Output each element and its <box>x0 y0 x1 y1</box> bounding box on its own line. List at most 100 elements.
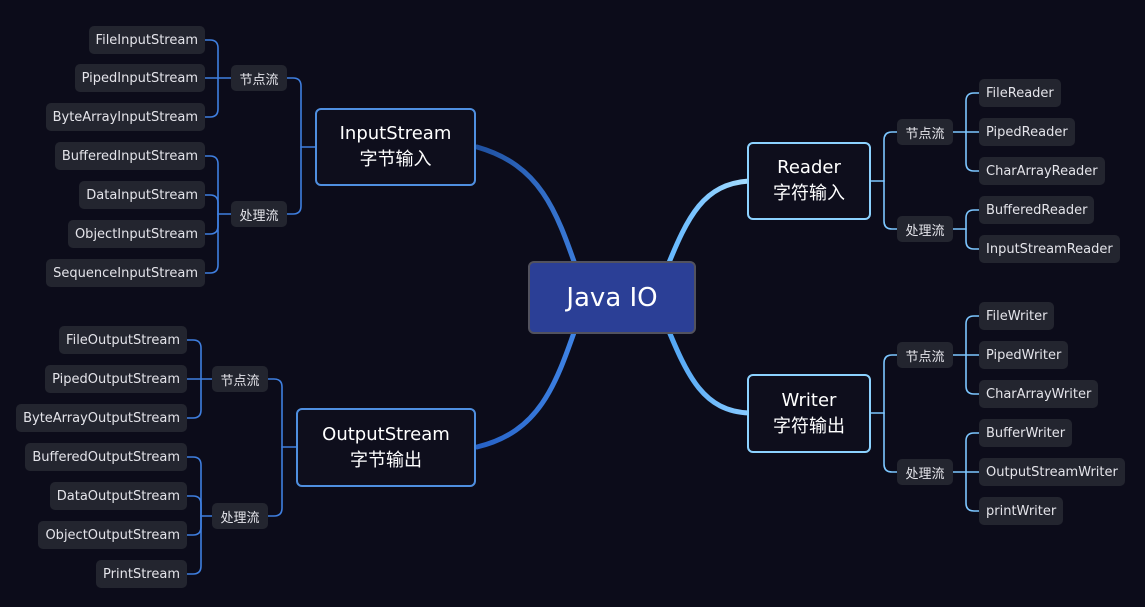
group-reader-1-label: 处理流 <box>905 223 945 239</box>
leaf-input-stream-0-0[interactable]: FileInputStream <box>88 26 205 54</box>
bracket-arm-writer-0 <box>883 354 898 414</box>
leaf-output-stream-0-0[interactable]: FileOutputStream <box>59 326 187 354</box>
root-node[interactable]: Java IO <box>528 261 696 334</box>
leaf-connector-output-stream-0-0 <box>186 339 202 380</box>
branch-output-stream-subtitle: 字节输出 <box>350 449 422 471</box>
group-writer-1[interactable]: 处理流 <box>897 459 953 485</box>
branch-output-stream[interactable]: OutputStream 字节输出 <box>296 408 476 487</box>
group-output-stream-1[interactable]: 处理流 <box>212 503 268 529</box>
group-reader-1[interactable]: 处理流 <box>897 216 953 242</box>
group-writer-0-label: 节点流 <box>905 349 945 365</box>
leaf-connector-reader-0-2 <box>965 131 980 172</box>
branch-reader[interactable]: Reader 字符输入 <box>747 142 871 220</box>
branch-writer-title: Writer <box>781 389 837 411</box>
leaf-writer-1-2-label: printWriter <box>986 503 1057 519</box>
bracket-arm-output-stream-1 <box>267 446 283 517</box>
leaf-writer-1-2[interactable]: printWriter <box>979 497 1064 525</box>
leaf-writer-0-0-label: FileWriter <box>986 308 1048 324</box>
leaf-reader-0-2[interactable]: CharArrayReader <box>979 157 1105 185</box>
leaf-writer-0-2[interactable]: CharArrayWriter <box>979 380 1099 408</box>
leaf-reader-1-1-label: InputStreamReader <box>986 241 1113 257</box>
group-reader-0[interactable]: 节点流 <box>897 119 953 145</box>
leaf-writer-0-1[interactable]: PipedWriter <box>979 341 1069 369</box>
branch-writer[interactable]: Writer 字符输出 <box>747 374 871 453</box>
leaf-writer-0-1-label: PipedWriter <box>986 347 1062 363</box>
leaf-connector-reader-0-0 <box>965 92 980 133</box>
root-label: Java IO <box>566 282 658 313</box>
main-connector-1 <box>474 321 580 450</box>
group-input-stream-0-label: 节点流 <box>239 72 279 88</box>
leaf-writer-1-1[interactable]: OutputStreamWriter <box>979 458 1125 486</box>
main-connector-3 <box>663 321 752 416</box>
leaf-input-stream-1-1[interactable]: DataInputStream <box>79 181 205 209</box>
leaf-input-stream-1-3[interactable]: SequenceInputStream <box>46 259 205 287</box>
leaf-connector-writer-1-2 <box>965 471 980 512</box>
leaf-output-stream-1-2[interactable]: ObjectOutputStream <box>38 521 187 549</box>
leaf-reader-1-1[interactable]: InputStreamReader <box>979 235 1120 263</box>
group-input-stream-0[interactable]: 节点流 <box>231 65 287 91</box>
leaf-output-stream-1-0-label: BufferedOutputStream <box>32 449 180 465</box>
branch-output-stream-title: OutputStream <box>322 423 450 445</box>
leaf-input-stream-0-1[interactable]: PipedInputStream <box>74 64 205 92</box>
leaf-connector-output-stream-0-2 <box>186 378 202 419</box>
branch-input-stream[interactable]: InputStream 字节输入 <box>315 108 476 186</box>
leaf-connector-input-stream-1-3 <box>204 213 219 274</box>
leaf-input-stream-0-1-label: PipedInputStream <box>81 70 198 86</box>
group-writer-1-label: 处理流 <box>905 466 945 482</box>
leaf-output-stream-1-3[interactable]: PrintStream <box>96 560 187 588</box>
leaf-connector-output-stream-1-3 <box>186 515 202 575</box>
leaf-connector-input-stream-0-0 <box>204 39 219 79</box>
leaf-input-stream-1-2-label: ObjectInputStream <box>74 226 198 242</box>
leaf-reader-1-0[interactable]: BufferedReader <box>979 196 1095 224</box>
leaf-reader-1-0-label: BufferedReader <box>986 202 1088 218</box>
leaf-reader-0-1-label: PipedReader <box>986 124 1068 140</box>
leaf-connector-output-stream-1-0 <box>186 456 202 517</box>
leaf-input-stream-1-1-label: DataInputStream <box>86 187 198 203</box>
leaf-output-stream-1-3-label: PrintStream <box>103 566 180 582</box>
branch-reader-title: Reader <box>777 157 841 178</box>
leaf-connector-reader-1-1 <box>965 228 980 250</box>
group-input-stream-1-label: 处理流 <box>239 208 279 224</box>
leaf-output-stream-0-2-label: ByteArrayOutputStream <box>23 410 180 426</box>
branch-input-stream-title: InputStream <box>339 123 452 144</box>
leaf-reader-0-1[interactable]: PipedReader <box>979 118 1075 146</box>
leaf-input-stream-0-0-label: FileInputStream <box>95 32 198 48</box>
leaf-output-stream-0-1[interactable]: PipedOutputStream <box>45 365 187 393</box>
leaf-reader-0-2-label: CharArrayReader <box>986 163 1098 179</box>
branch-reader-subtitle: 字符输入 <box>773 183 845 204</box>
leaf-output-stream-1-1[interactable]: DataOutputStream <box>49 482 187 510</box>
branch-writer-subtitle: 字符输出 <box>773 415 845 437</box>
branch-input-stream-subtitle: 字节输入 <box>359 149 432 170</box>
group-output-stream-0-label: 节点流 <box>220 373 260 389</box>
leaf-output-stream-1-0[interactable]: BufferedOutputStream <box>25 443 187 471</box>
leaf-input-stream-0-2-label: ByteArrayInputStream <box>52 109 198 125</box>
leaf-input-stream-0-2[interactable]: ByteArrayInputStream <box>45 103 205 131</box>
leaf-writer-1-1-label: OutputStreamWriter <box>986 464 1118 480</box>
group-output-stream-1-label: 处理流 <box>220 510 260 526</box>
group-writer-0[interactable]: 节点流 <box>897 342 953 368</box>
leaf-writer-0-0[interactable]: FileWriter <box>979 302 1055 330</box>
group-reader-0-label: 节点流 <box>905 126 945 142</box>
leaf-output-stream-1-2-label: ObjectOutputStream <box>45 527 180 543</box>
leaf-reader-0-0[interactable]: FileReader <box>979 79 1061 107</box>
leaf-input-stream-1-2[interactable]: ObjectInputStream <box>67 220 205 248</box>
leaf-output-stream-0-1-label: PipedOutputStream <box>52 371 180 387</box>
leaf-writer-1-0-label: BufferWriter <box>986 425 1066 441</box>
leaf-output-stream-0-2[interactable]: ByteArrayOutputStream <box>16 404 187 432</box>
bracket-arm-output-stream-0 <box>267 378 283 448</box>
group-input-stream-1[interactable]: 处理流 <box>231 201 287 227</box>
leaf-input-stream-1-0[interactable]: BufferedInputStream <box>54 142 205 170</box>
leaf-writer-0-2-label: CharArrayWriter <box>986 386 1092 402</box>
leaf-connector-writer-0-2 <box>965 354 980 395</box>
leaf-output-stream-0-0-label: FileOutputStream <box>66 332 180 348</box>
leaf-writer-1-0[interactable]: BufferWriter <box>979 419 1073 447</box>
bracket-arm-reader-1 <box>883 180 898 230</box>
group-output-stream-0[interactable]: 节点流 <box>212 366 268 392</box>
leaf-output-stream-1-1-label: DataOutputStream <box>56 488 180 504</box>
leaf-connector-input-stream-1-1 <box>204 194 219 215</box>
bracket-arm-input-stream-1 <box>286 146 302 215</box>
leaf-connector-input-stream-1-0 <box>204 155 219 215</box>
leaf-connector-input-stream-0-2 <box>204 77 219 118</box>
